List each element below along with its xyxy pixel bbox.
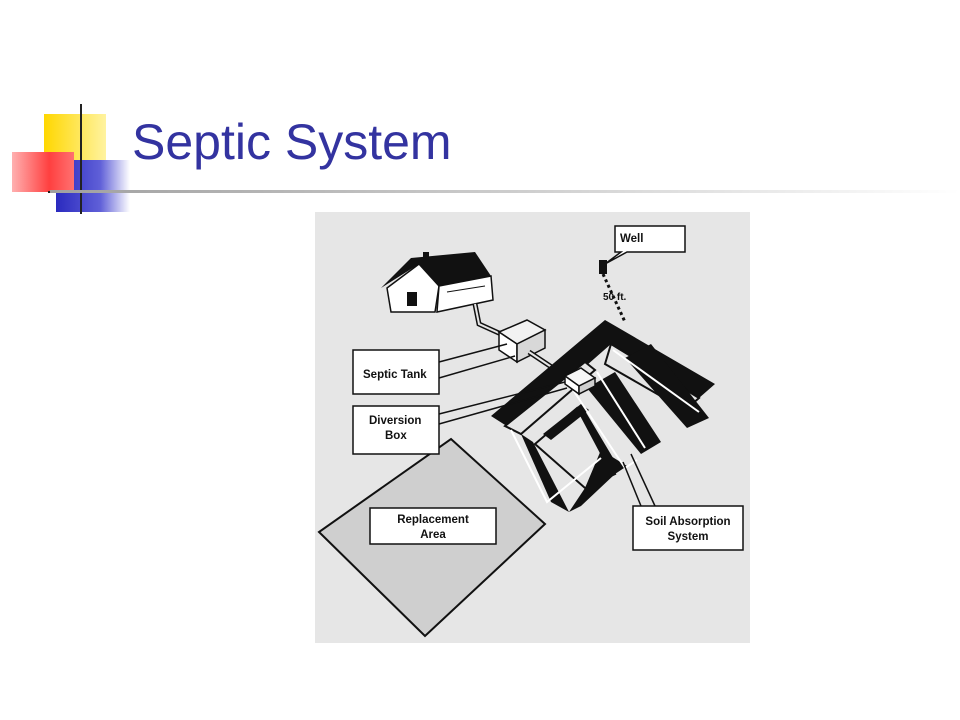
diversion-box-label-line2: Box	[385, 430, 407, 442]
house	[381, 252, 494, 313]
soil-absorption-label-line2: System	[668, 531, 709, 543]
septic-system-diagram: Replacement Area	[315, 212, 750, 643]
decorative-squares	[12, 104, 130, 214]
distance-label: 50 ft.	[603, 292, 627, 303]
replacement-area-label-line2: Area	[420, 529, 446, 541]
well-label: Well	[620, 233, 643, 245]
slide-title: Septic System	[132, 114, 452, 170]
septic-tank	[497, 319, 547, 364]
well-callout	[604, 225, 686, 265]
soil-absorption-label-line1: Soil Absorption	[645, 516, 730, 528]
title-underline	[50, 190, 960, 193]
diversion-box-label-line1: Diversion	[369, 415, 421, 427]
septic-tank-label: Septic Tank	[363, 369, 427, 381]
vertical-line	[80, 104, 82, 214]
septic-tank-callout	[352, 349, 440, 395]
red-square	[12, 152, 74, 192]
soil-absorption-callout	[632, 505, 744, 551]
well	[599, 260, 627, 323]
diversion-box-callout	[352, 405, 440, 455]
diversion-box	[563, 367, 597, 396]
soil-absorption-system	[491, 320, 715, 512]
replacement-area-label-box	[369, 507, 497, 545]
replacement-area-label-line1: Replacement	[397, 514, 469, 526]
